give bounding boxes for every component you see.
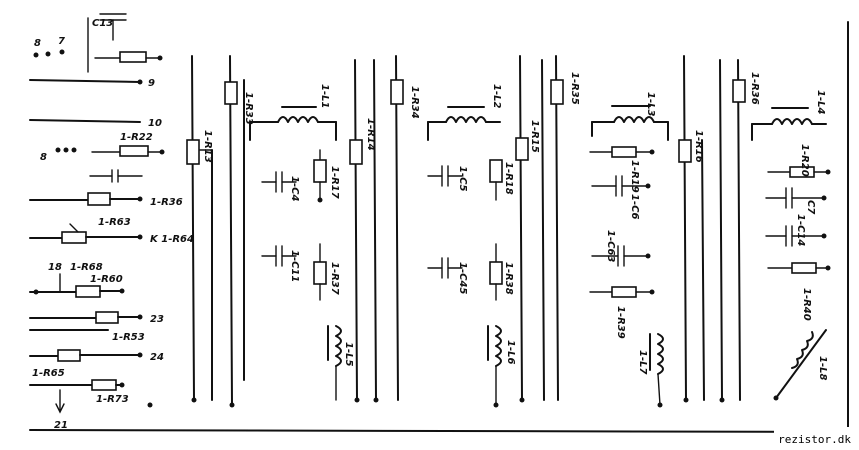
label-c13: C13 <box>92 18 113 29</box>
label-r20: 1-R20 <box>799 144 810 177</box>
label-r34: 1-R34 <box>409 86 420 119</box>
stage1-rail-b <box>229 55 233 406</box>
watermark-text: rezistor.dk <box>778 433 851 446</box>
label-18: 18 <box>48 262 62 273</box>
label-8-top: 8 <box>34 38 41 49</box>
label-r33: 1-R33 <box>243 92 254 125</box>
label-r35: 1-R35 <box>569 72 580 105</box>
label-l1: 1-L1 <box>319 84 330 108</box>
label-r39: 1-R39 <box>615 306 626 339</box>
stage-2: 1-R34 1-L2 1-R15 1-R18 1-C5 1-C45 1-R38 <box>390 55 545 408</box>
label-r18: 1-R18 <box>503 162 514 195</box>
label-r19: 1-R19 <box>629 160 640 193</box>
label-23: 23 <box>150 314 164 325</box>
label-r16: 1-R16 <box>693 130 704 163</box>
label-c11: 1-C11 <box>289 250 300 282</box>
label-r22: 1-R22 <box>120 132 153 143</box>
watermark: rezistor.dk <box>774 427 855 448</box>
stage-1: 1-R13 1-R33 1-L1 1-R14 1-R17 1-C4 <box>186 55 379 408</box>
label-r40: 1-R40 <box>801 288 812 321</box>
label-l5: 1-L5 <box>343 342 354 366</box>
label-c14: 1-C14 <box>795 214 806 246</box>
label-c63: 1-C63 <box>605 230 616 262</box>
label-r64: K 1-R64 <box>150 234 194 245</box>
label-r38: 1-R38 <box>503 262 514 295</box>
label-10: 10 <box>148 118 162 129</box>
stage1-rail-a <box>191 55 195 401</box>
label-l8: 1-L8 <box>817 356 828 380</box>
label-l4: 1-L4 <box>815 90 826 114</box>
label-r66: 1-R36 <box>150 197 183 208</box>
label-21: 21 <box>54 420 68 431</box>
label-24: 24 <box>150 352 164 363</box>
label-r17: 1-R17 <box>329 166 340 199</box>
label-r14: 1-R14 <box>365 118 376 151</box>
stage-3: 1-R35 1-L3 1-R19 1-C6 1-C63 1-R39 1 <box>550 55 705 408</box>
label-r65: 1-R65 <box>32 368 65 379</box>
label-c45: 1-C45 <box>457 262 468 294</box>
label-r13: 1-R13 <box>202 130 213 163</box>
label-1f6: 8 <box>40 152 47 163</box>
label-9: 9 <box>148 78 155 89</box>
label-c7: C7 <box>805 200 816 214</box>
label-7-top: 7 <box>58 36 65 47</box>
label-r60: 1-R60 <box>90 274 123 285</box>
label-r53: 1-R53 <box>112 332 145 343</box>
bottom-bus-wire <box>29 429 851 433</box>
label-l2: 1-L2 <box>491 84 502 108</box>
label-l7: 1-L7 <box>637 350 648 374</box>
label-l6: 1-L6 <box>505 340 516 364</box>
stage-4: 1-R36 1-L4 1-R20 C7 1-C14 1-R40 1-L <box>719 59 831 403</box>
label-r15: 1-R15 <box>529 120 540 153</box>
label-r63: 1-R63 <box>98 217 131 228</box>
label-c4: 1-C4 <box>289 176 300 201</box>
label-c6: 1-C6 <box>629 194 640 219</box>
label-c5: 1-C5 <box>457 166 468 191</box>
label-r36b: 1-R36 <box>749 72 760 105</box>
label-r37: 1-R37 <box>329 262 340 295</box>
label-r73: 1-R73 <box>96 394 129 405</box>
label-l3: 1-L3 <box>645 92 656 116</box>
label-r68: 1-R68 <box>70 262 103 273</box>
left-terminal-block: C13 8 7 9 10 8 1-R22 <box>29 13 194 431</box>
